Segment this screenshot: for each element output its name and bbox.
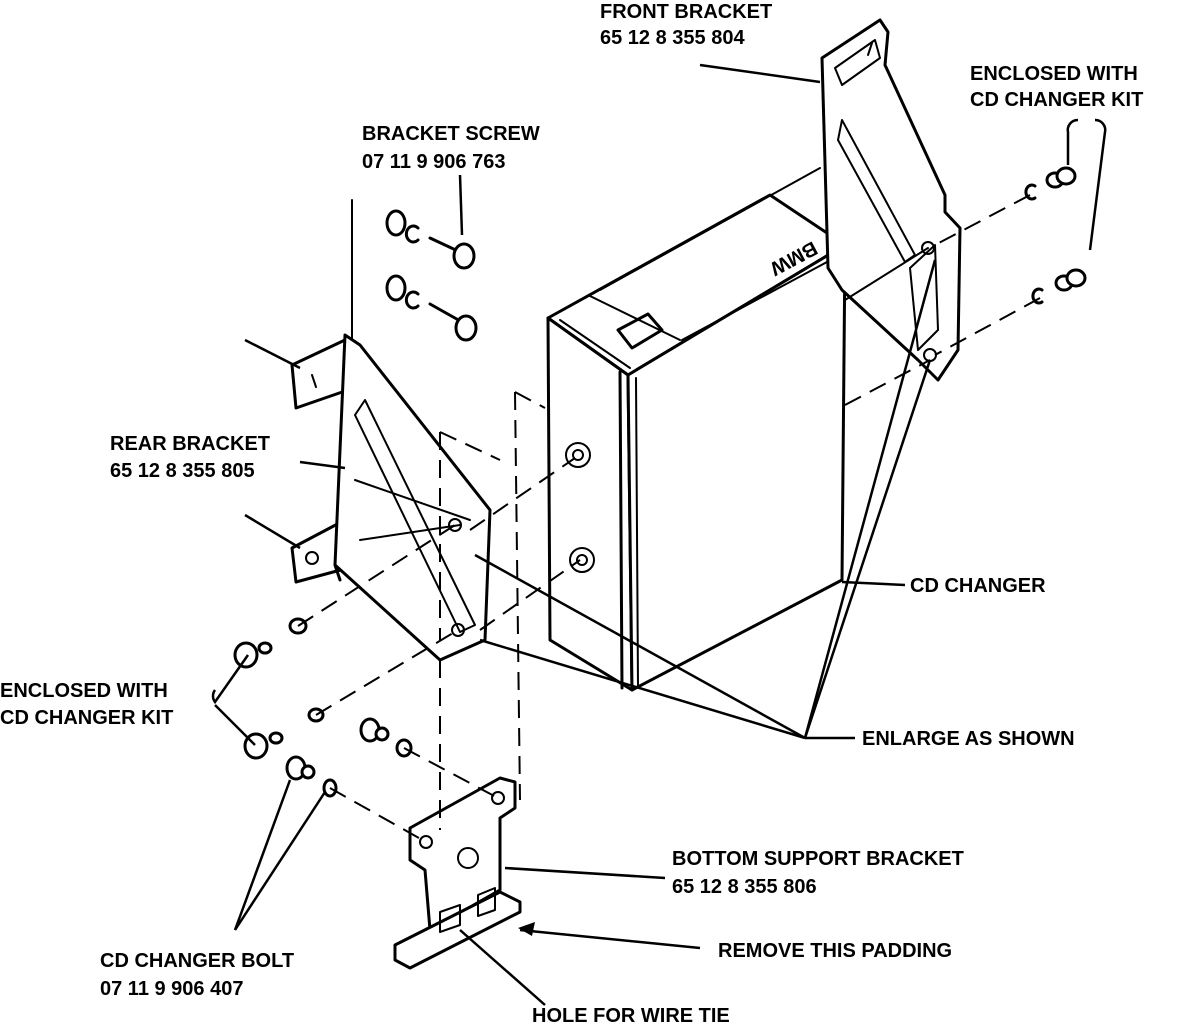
label-hole-wire-tie: HOLE FOR WIRE TIE	[532, 1005, 730, 1027]
label-front-bracket: FRONT BRACKET	[600, 1, 772, 23]
bottom-support-bracket	[393, 776, 522, 970]
bracket-screws	[385, 209, 478, 342]
cd-changer-bolts	[285, 717, 413, 798]
label-cd-changer: CD CHANGER	[910, 575, 1046, 597]
cd-changer-unit: BMW	[546, 167, 847, 692]
label-front-bracket-pn: 65 12 8 355 804	[600, 27, 745, 49]
label-cd-changer-bolt: CD CHANGER BOLT	[100, 950, 294, 972]
label-rear-bracket: REAR BRACKET	[110, 433, 270, 455]
front-bracket	[820, 18, 962, 382]
leader-lines	[211, 63, 1107, 1006]
label-bottom-support-pn: 65 12 8 355 806	[672, 876, 817, 898]
label-enclosed-left-line2: CD CHANGER KIT	[0, 707, 173, 729]
front-fasteners	[1024, 166, 1087, 305]
label-enclosed-left-line1: ENCLOSED WITH	[0, 680, 168, 702]
label-bracket-screw: BRACKET SCREW	[362, 123, 540, 145]
label-enclosed-top-line1: ENCLOSED WITH	[970, 63, 1138, 85]
label-bracket-screw-pn: 07 11 9 906 763	[362, 151, 505, 173]
rear-bracket	[290, 333, 492, 662]
padding-arrowhead	[518, 922, 535, 936]
label-bottom-support-bracket: BOTTOM SUPPORT BRACKET	[672, 848, 964, 870]
label-enclosed-top-line2: CD CHANGER KIT	[970, 89, 1143, 111]
unit-mount-hole-lower	[569, 547, 595, 573]
callout-labels: FRONT BRACKET 65 12 8 355 804 ENCLOSED W…	[0, 1, 1143, 1027]
label-remove-padding: REMOVE THIS PADDING	[718, 940, 952, 962]
unit-mount-hole-upper	[565, 442, 591, 468]
alignment-lines	[297, 194, 1041, 843]
label-enlarge-as-shown: ENLARGE AS SHOWN	[862, 728, 1075, 750]
label-cd-changer-bolt-pn: 07 11 9 906 407	[100, 978, 243, 1000]
label-rear-bracket-pn: 65 12 8 355 805	[110, 460, 255, 482]
